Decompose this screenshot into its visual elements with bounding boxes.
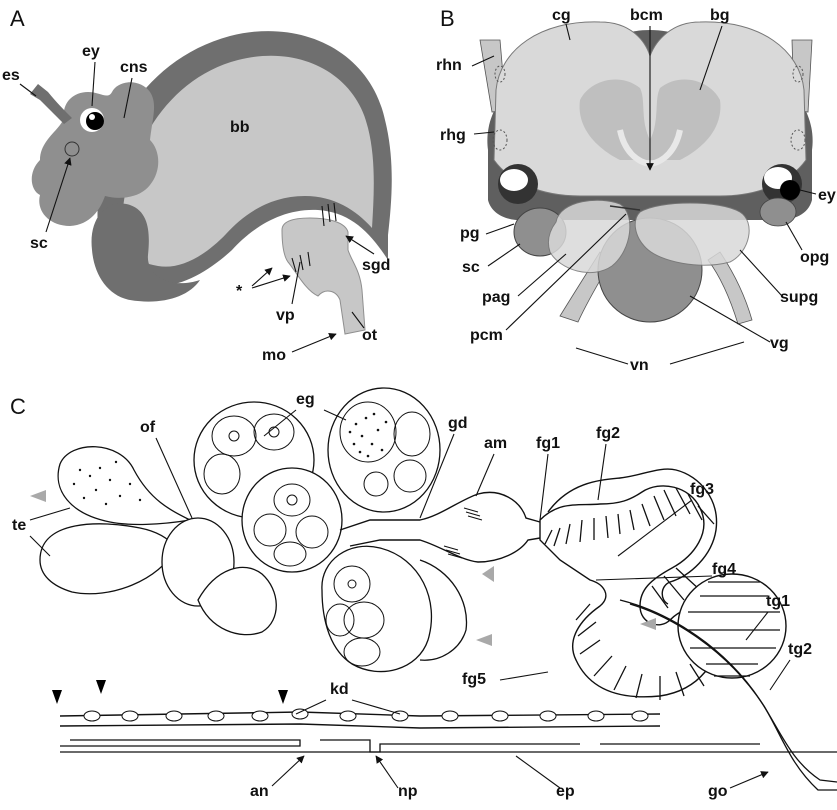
label-sc-a: sc bbox=[30, 235, 48, 252]
testis-lobe-upper bbox=[58, 447, 190, 525]
label-supg: supg bbox=[780, 289, 818, 306]
leader-an bbox=[272, 756, 304, 786]
eye-pupil bbox=[86, 112, 104, 130]
leader-sgd bbox=[346, 236, 374, 254]
label-rhn: rhn bbox=[436, 57, 462, 74]
label-fg5: fg5 bbox=[462, 671, 486, 688]
gray-arrowhead-am bbox=[482, 566, 494, 582]
label-ep: ep bbox=[556, 783, 575, 800]
panel-c: C bbox=[10, 388, 837, 800]
ampulla-hatching bbox=[444, 508, 482, 558]
label-fg3: fg3 bbox=[690, 481, 714, 498]
panel-c-letter: C bbox=[10, 394, 26, 419]
label-ey-a: ey bbox=[82, 43, 100, 60]
label-eg: eg bbox=[296, 391, 315, 408]
label-go: go bbox=[708, 783, 728, 800]
black-arrowhead-3 bbox=[278, 690, 288, 704]
leader-tg2 bbox=[770, 660, 790, 690]
leader-am bbox=[476, 454, 494, 496]
label-vp: vp bbox=[276, 307, 295, 324]
leader-sc-b bbox=[488, 244, 520, 266]
testis-lobe-lower bbox=[40, 524, 176, 594]
label-ot: ot bbox=[362, 327, 378, 344]
label-pg: pg bbox=[460, 225, 480, 242]
leader-vg bbox=[690, 296, 770, 342]
leader-ep bbox=[516, 756, 560, 788]
leader-supg bbox=[740, 250, 782, 296]
label-am: am bbox=[484, 435, 507, 452]
label-ey-b: ey bbox=[818, 187, 836, 204]
label-cg: cg bbox=[552, 7, 571, 24]
label-an: an bbox=[250, 783, 269, 800]
label-bcm: bcm bbox=[630, 7, 663, 24]
leader-pg bbox=[486, 224, 514, 234]
leader-fg1 bbox=[540, 454, 548, 520]
panel-a: A es ey cns bb sc * vp bbox=[2, 6, 392, 364]
gray-arrowhead-te bbox=[30, 490, 46, 502]
tubular-gland bbox=[678, 574, 786, 678]
eye-highlight bbox=[89, 114, 95, 120]
label-cns: cns bbox=[120, 59, 148, 76]
black-arrowhead-2 bbox=[96, 680, 106, 694]
label-bb: bb bbox=[230, 119, 250, 136]
label-fg1: fg1 bbox=[536, 435, 560, 452]
label-pag: pag bbox=[482, 289, 510, 306]
esophageal-nerve bbox=[30, 84, 72, 124]
label-opg: opg bbox=[800, 249, 829, 266]
label-sgd: sgd bbox=[362, 257, 390, 274]
label-te: te bbox=[12, 517, 26, 534]
leader-pag bbox=[518, 254, 566, 296]
label-tg1: tg1 bbox=[766, 593, 790, 610]
egg-cluster-2 bbox=[242, 468, 342, 572]
optic-ganglion bbox=[760, 198, 796, 226]
egg-cluster-4 bbox=[322, 546, 432, 671]
label-gd: gd bbox=[448, 415, 468, 432]
label-mo: mo bbox=[262, 347, 286, 364]
label-np: np bbox=[398, 783, 418, 800]
female-gland bbox=[540, 469, 720, 700]
panel-b-letter: B bbox=[440, 6, 455, 31]
panel-b: B cg bbox=[436, 6, 836, 374]
eye-left-white bbox=[500, 169, 528, 191]
label-vg: vg bbox=[770, 335, 789, 352]
leader-mo bbox=[292, 334, 336, 352]
label-tg2: tg2 bbox=[788, 641, 812, 658]
epidermis-line bbox=[60, 740, 760, 752]
leader-fg5 bbox=[500, 672, 548, 680]
label-rhg: rhg bbox=[440, 127, 466, 144]
kidney-duct-top bbox=[60, 712, 660, 716]
label-of: of bbox=[140, 419, 156, 436]
panel-a-letter: A bbox=[10, 6, 25, 31]
leader-go bbox=[730, 772, 768, 788]
black-arrowheads bbox=[52, 680, 288, 704]
leader-fg2 bbox=[598, 444, 606, 500]
egg-cluster-3 bbox=[328, 388, 440, 512]
kidney-duct-bottom bbox=[60, 724, 660, 728]
label-fg4: fg4 bbox=[712, 561, 736, 578]
leader-vn bbox=[576, 342, 744, 364]
label-fg2: fg2 bbox=[596, 425, 620, 442]
label-bg: bg bbox=[710, 7, 730, 24]
leader-opg bbox=[786, 222, 802, 250]
eye-right-pupil bbox=[780, 180, 800, 200]
label-pcm: pcm bbox=[470, 327, 503, 344]
leader-star-1 bbox=[252, 268, 272, 286]
gray-arrowhead-mid bbox=[476, 634, 492, 646]
label-es: es bbox=[2, 67, 20, 84]
label-vn: vn bbox=[630, 357, 649, 374]
label-star: * bbox=[236, 283, 243, 300]
leader-np bbox=[376, 756, 398, 788]
black-arrowhead-1 bbox=[52, 690, 62, 704]
label-kd: kd bbox=[330, 681, 349, 698]
leader-star-2 bbox=[252, 276, 290, 288]
label-sc-b: sc bbox=[462, 259, 480, 276]
